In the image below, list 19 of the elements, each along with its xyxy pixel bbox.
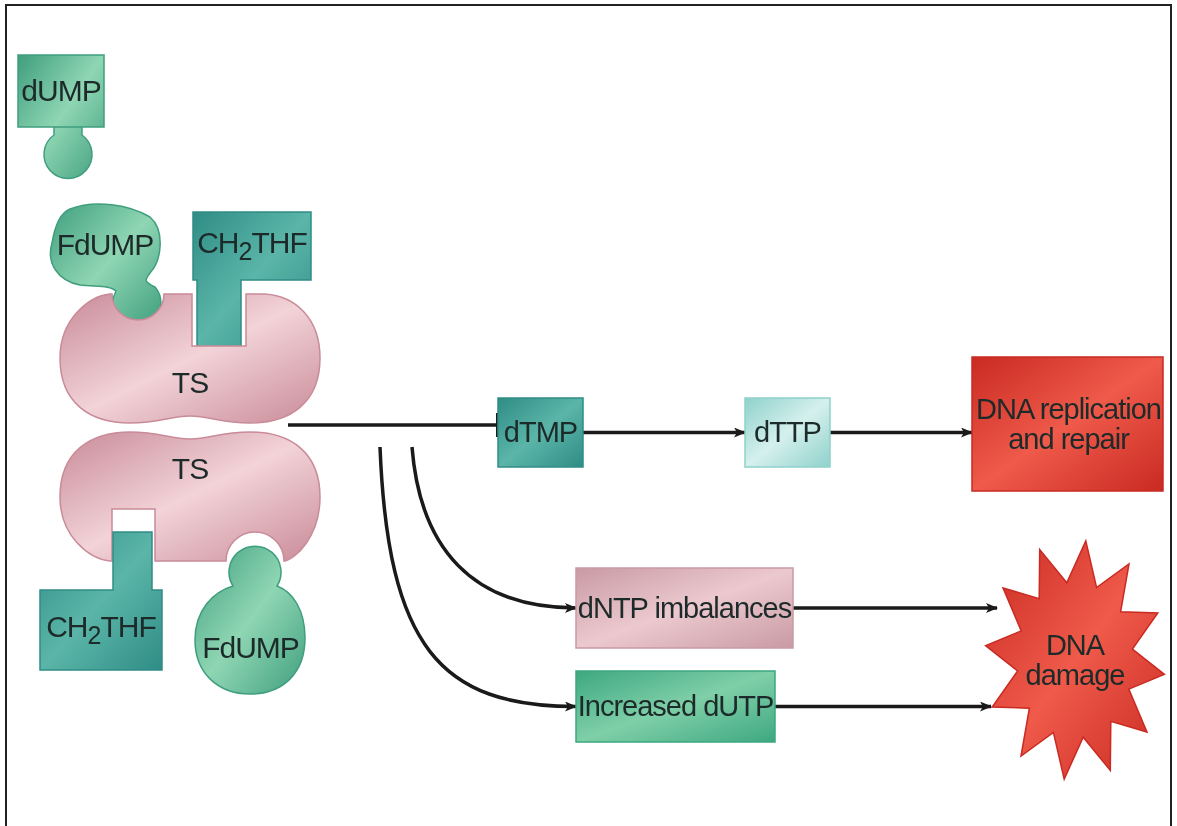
node-label: DNA damage	[1024, 629, 1126, 691]
node-label: CH$_{2}$THF	[46, 611, 156, 649]
node-label: dTMP	[503, 417, 578, 448]
node-label: DNA replication and repair	[976, 393, 1161, 455]
node-label: TS	[171, 367, 209, 399]
node-label: CH$_{2}$THF	[197, 227, 307, 265]
node-label: Increased dUTP	[577, 691, 774, 722]
arrow	[378, 446, 577, 712]
arrow	[775, 701, 992, 712]
node-label: FdUMP	[56, 229, 154, 261]
node-label: dTTP	[754, 417, 821, 448]
node-label: FdUMP	[202, 632, 299, 664]
arrow	[583, 427, 746, 438]
node-label: TS	[171, 453, 209, 485]
node-label: dUMP	[21, 75, 101, 107]
arrow	[830, 427, 973, 438]
arrow	[410, 446, 577, 613]
arrow	[793, 603, 998, 613]
node-label: dNTP imbalances	[577, 592, 792, 624]
